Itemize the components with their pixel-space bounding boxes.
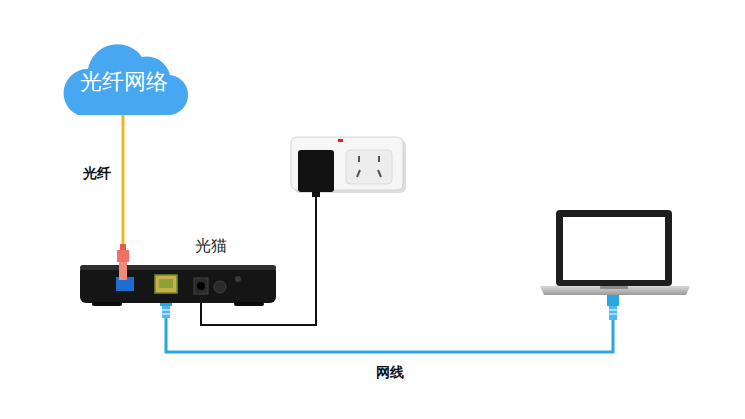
plug-rib: [608, 314, 618, 315]
power-outlet: [291, 137, 406, 197]
plug-rib: [161, 314, 171, 315]
cable-label: 网线: [374, 364, 406, 382]
ethernet-socket: [159, 279, 173, 288]
fiber-plug-body: [117, 250, 129, 262]
power-adapter: [298, 150, 334, 192]
fiber-connector: [123, 115, 124, 232]
socket-hole: [378, 156, 380, 162]
socket-hole: [358, 156, 360, 162]
cable-line: [166, 318, 613, 352]
modem-foot: [234, 302, 264, 306]
power-jack-hole: [197, 282, 205, 290]
edge-label: 光纤: [81, 165, 113, 183]
modem-top-edge: [80, 265, 276, 270]
modem-device: [78, 232, 278, 310]
fiber-plug-tip: [120, 244, 126, 250]
modem-foot: [92, 302, 122, 306]
plug-rib: [161, 310, 171, 311]
modem-node: 光猫: [78, 232, 278, 310]
power-cord: [201, 197, 316, 325]
socket-hole: [378, 170, 381, 177]
plug-boot: [609, 306, 617, 320]
cloud-body: [64, 44, 189, 115]
connector-line: [122, 115, 125, 232]
plug-boot: [162, 306, 170, 318]
socket-hole: [357, 170, 360, 177]
outlet-led: [338, 139, 343, 142]
device-label: 光猫: [195, 236, 227, 257]
power-jack: [194, 278, 208, 294]
plug-rib: [608, 310, 618, 311]
rj45-plug: [607, 294, 619, 306]
ethernet-port: [155, 275, 177, 293]
laptop-screen: [563, 217, 665, 280]
fiber-plug-ferrule: [119, 262, 127, 280]
reset-hole: [235, 276, 241, 282]
laptop-notch: [600, 286, 628, 289]
modem-body: [80, 265, 276, 303]
power-button: [214, 281, 226, 293]
adapter-stem: [312, 192, 320, 197]
fiber-cable-end: [122, 232, 125, 244]
socket-face: [346, 150, 392, 184]
cloud-label: 光纤网络: [80, 67, 168, 97]
laptop: [540, 210, 690, 295]
laptop-base: [540, 286, 690, 295]
laptop-bezel: [556, 210, 672, 286]
network-cloud: 光纤网络: [58, 35, 190, 115]
